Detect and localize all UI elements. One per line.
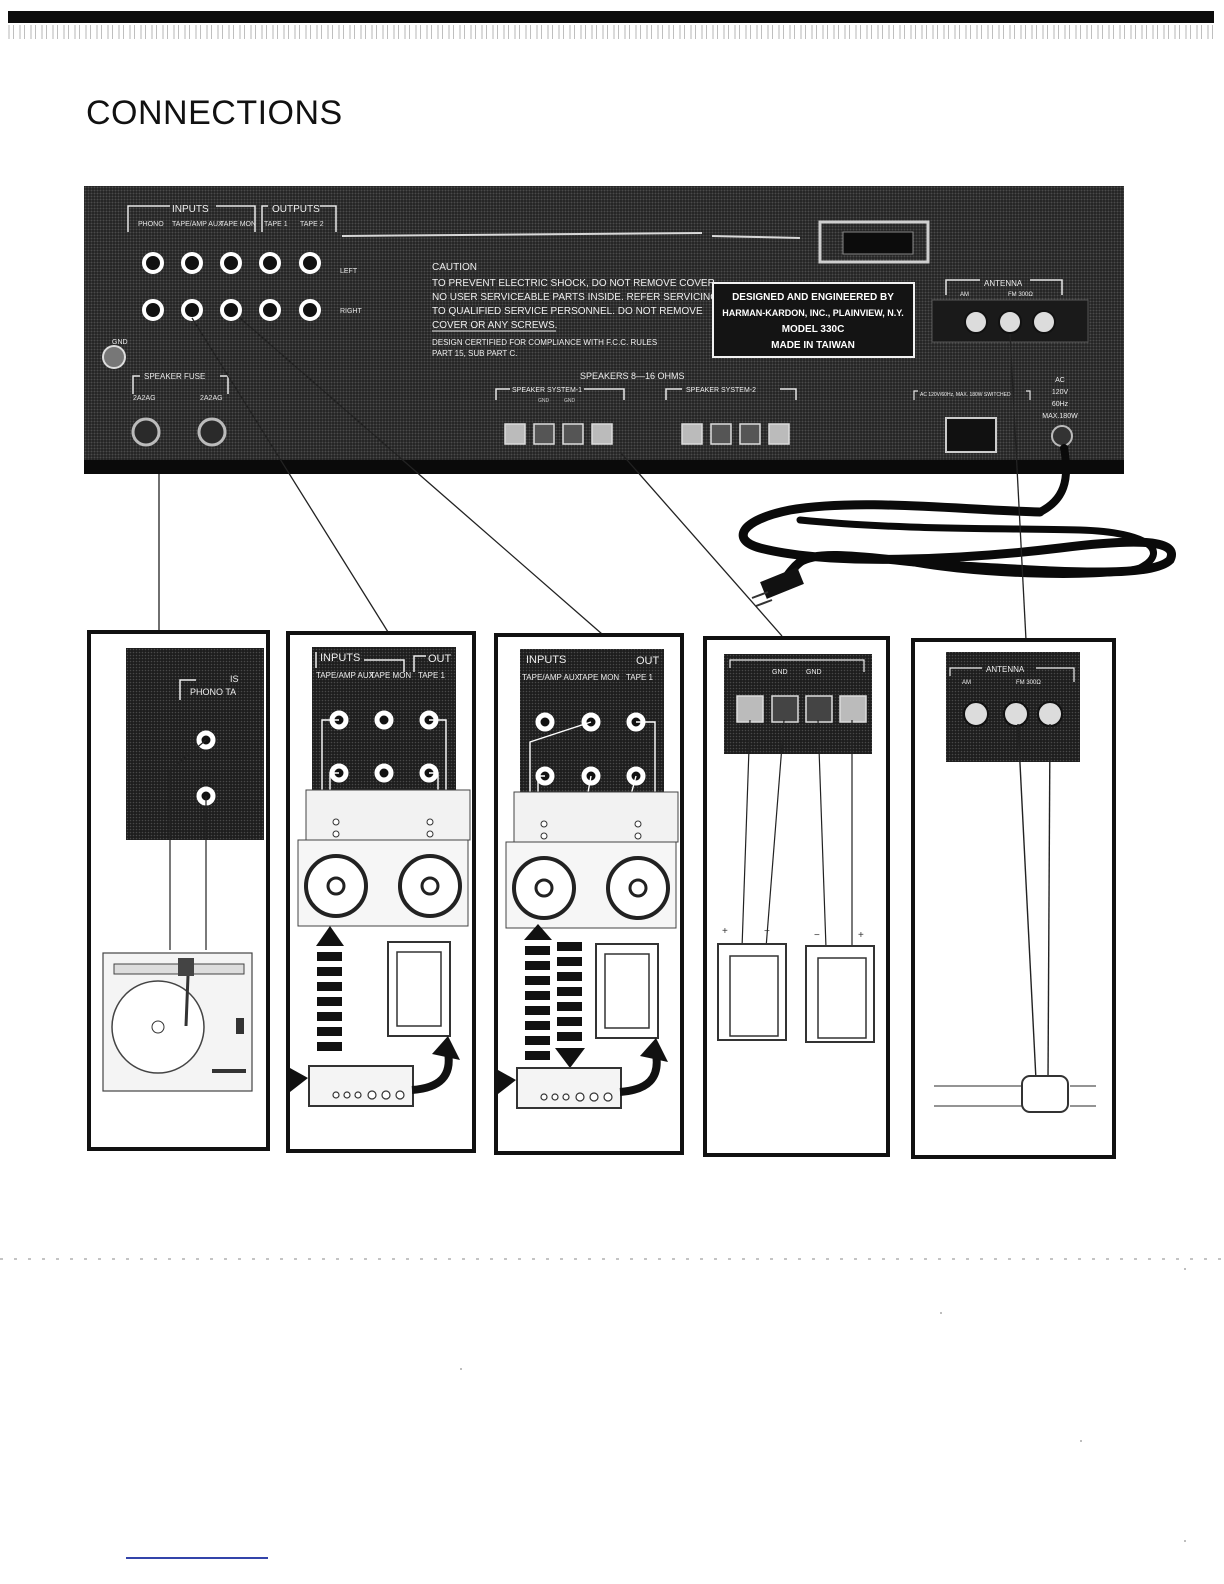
tape2-outputs-label: OUT <box>636 655 660 667</box>
scan-speck <box>1080 1440 1082 1442</box>
polarity-3: − <box>814 930 820 941</box>
tape2-jack-mon: TAPE MON <box>578 673 619 682</box>
polarity-2: − <box>764 926 770 937</box>
speaker-gnd-label-2: GND <box>564 398 576 404</box>
antenna-detail: ANTENNA AM FM 300Ω <box>934 652 1096 1113</box>
phono-detail-label-2: IS <box>230 674 239 684</box>
amplifier-icon <box>308 1065 414 1107</box>
speaker-detail: GND GND + − − + <box>717 654 875 1043</box>
ac-spec-line-4: MAX.180W <box>1042 413 1078 420</box>
tape1-outputs-label: OUT <box>428 653 452 665</box>
page-title: CONNECTIONS <box>86 94 343 132</box>
scan-artifact-line <box>0 1258 1224 1260</box>
tape2-inputs-label: INPUTS <box>526 654 566 666</box>
jack-label-tape-2: TAPE 2 <box>300 221 324 228</box>
nameplate-line-2: HARMAN-KARDON, INC., PLAINVIEW, N.Y. <box>722 308 904 318</box>
rca-jacks <box>142 252 321 321</box>
scan-speck <box>1184 1268 1186 1270</box>
speaker-detail-gnd-1: GND <box>772 669 788 676</box>
ac-spec-line-3: 60Hz <box>1052 401 1069 408</box>
outputs-label: OUTPUTS <box>272 204 320 215</box>
antenna-terminals <box>964 310 1056 334</box>
jack-label-tape-mon: TAPE MON <box>220 221 256 228</box>
receiver-rear-panel-base <box>84 460 1124 474</box>
antenna-detail-am: AM <box>962 680 971 686</box>
scan-speck <box>940 1312 942 1314</box>
speaker-system-2-label: SPEAKER SYSTEM-2 <box>686 387 756 394</box>
top-scan-noise <box>8 25 1214 39</box>
polarity-1: + <box>722 926 728 937</box>
gnd-label: GND <box>112 339 128 346</box>
fuse-value-right: 2A2AG <box>200 395 223 402</box>
antenna-am-label: AM <box>960 292 969 298</box>
tape-detail-2: INPUTS OUT TAPE/AMP AUX TAPE MON TAPE 1 <box>498 649 679 1109</box>
speaker-fuse-label: SPEAKER FUSE <box>144 372 205 381</box>
caution-line-1: TO PREVENT ELECTRIC SHOCK, DO NOT REMOVE… <box>432 278 718 289</box>
jack-label-aux: TAPE/AMP AUX <box>172 221 223 228</box>
ac-outlet-cutout <box>818 220 930 264</box>
antenna-fm-label: FM 300Ω <box>1008 292 1033 298</box>
antenna-detail-fm: FM 300Ω <box>1016 680 1041 686</box>
caution-line-2: NO USER SERVICEABLE PARTS INSIDE. REFER … <box>432 292 718 303</box>
tape1-jack-aux: TAPE/AMP AUX <box>316 671 375 680</box>
tape1-jack-mon: TAPE MON <box>370 671 411 680</box>
polarity-4: + <box>858 930 864 941</box>
left-channel-label: LEFT <box>340 268 358 275</box>
right-channel-label: RIGHT <box>340 308 363 315</box>
tape1-jack-tape1: TAPE 1 <box>418 671 446 680</box>
antenna-connector-icon <box>1021 1075 1069 1113</box>
speaker-detail-gnd-2: GND <box>806 669 822 676</box>
jack-label-tape-1: TAPE 1 <box>264 221 288 228</box>
phono-detail-label: PHONO TA <box>190 687 236 697</box>
fuse-value-left: 2A2AG <box>133 395 156 402</box>
fuse-holder-right-icon <box>197 417 227 447</box>
jack-label-phono: PHONO <box>138 221 164 228</box>
inputs-label: INPUTS <box>172 204 209 215</box>
fcc-line-1: DESIGN CERTIFIED FOR COMPLIANCE WITH F.C… <box>432 338 657 347</box>
caution-line-4: COVER OR ANY SCREWS. <box>432 320 557 331</box>
leader-lines <box>158 317 1027 641</box>
fuse-holder-left-icon <box>131 417 161 447</box>
tape1-inputs-label: INPUTS <box>320 652 360 664</box>
ac-outlet-label: AC 120V/60Hz, MAX. 180W SWITCHED <box>920 392 1011 398</box>
tape-detail-1: INPUTS OUT TAPE/AMP AUX TAPE MON TAPE 1 <box>290 647 471 1107</box>
gnd-screw-icon <box>102 345 126 369</box>
ac-outlet-icon <box>945 417 997 453</box>
speakers-label: SPEAKERS 8—16 OHMS <box>580 371 685 381</box>
detail-antenna <box>911 638 1116 1159</box>
scan-speck <box>1184 1540 1186 1542</box>
scan-speck <box>460 1368 462 1370</box>
antenna-detail-label: ANTENNA <box>986 665 1025 674</box>
top-rule <box>8 11 1214 23</box>
nameplate <box>712 282 915 358</box>
ac-spec-line-1: AC <box>1055 377 1065 384</box>
nameplate-line-1: DESIGNED AND ENGINEERED BY <box>732 292 894 303</box>
speaker-gnd-label-1: GND <box>538 398 550 404</box>
footer-rule <box>126 1557 268 1559</box>
nameplate-line-3: MODEL 330C <box>782 324 845 335</box>
tape2-jack-aux: TAPE/AMP AUX <box>522 673 581 682</box>
tape2-jack-tape1: TAPE 1 <box>626 673 654 682</box>
speaker-system-1-label: SPEAKER SYSTEM-1 <box>512 387 582 394</box>
ac-spec-line-2: 120V <box>1052 389 1069 396</box>
caution-line-3: TO QUALIFIED SERVICE PERSONNEL. DO NOT R… <box>432 306 703 317</box>
nameplate-line-4: MADE IN TAIWAN <box>771 340 855 351</box>
antenna-label: ANTENNA <box>984 279 1023 288</box>
speaker-terminals <box>504 423 790 445</box>
caution-title: CAUTION <box>432 262 477 273</box>
fcc-line-2: PART 15, SUB PART C. <box>432 349 517 358</box>
